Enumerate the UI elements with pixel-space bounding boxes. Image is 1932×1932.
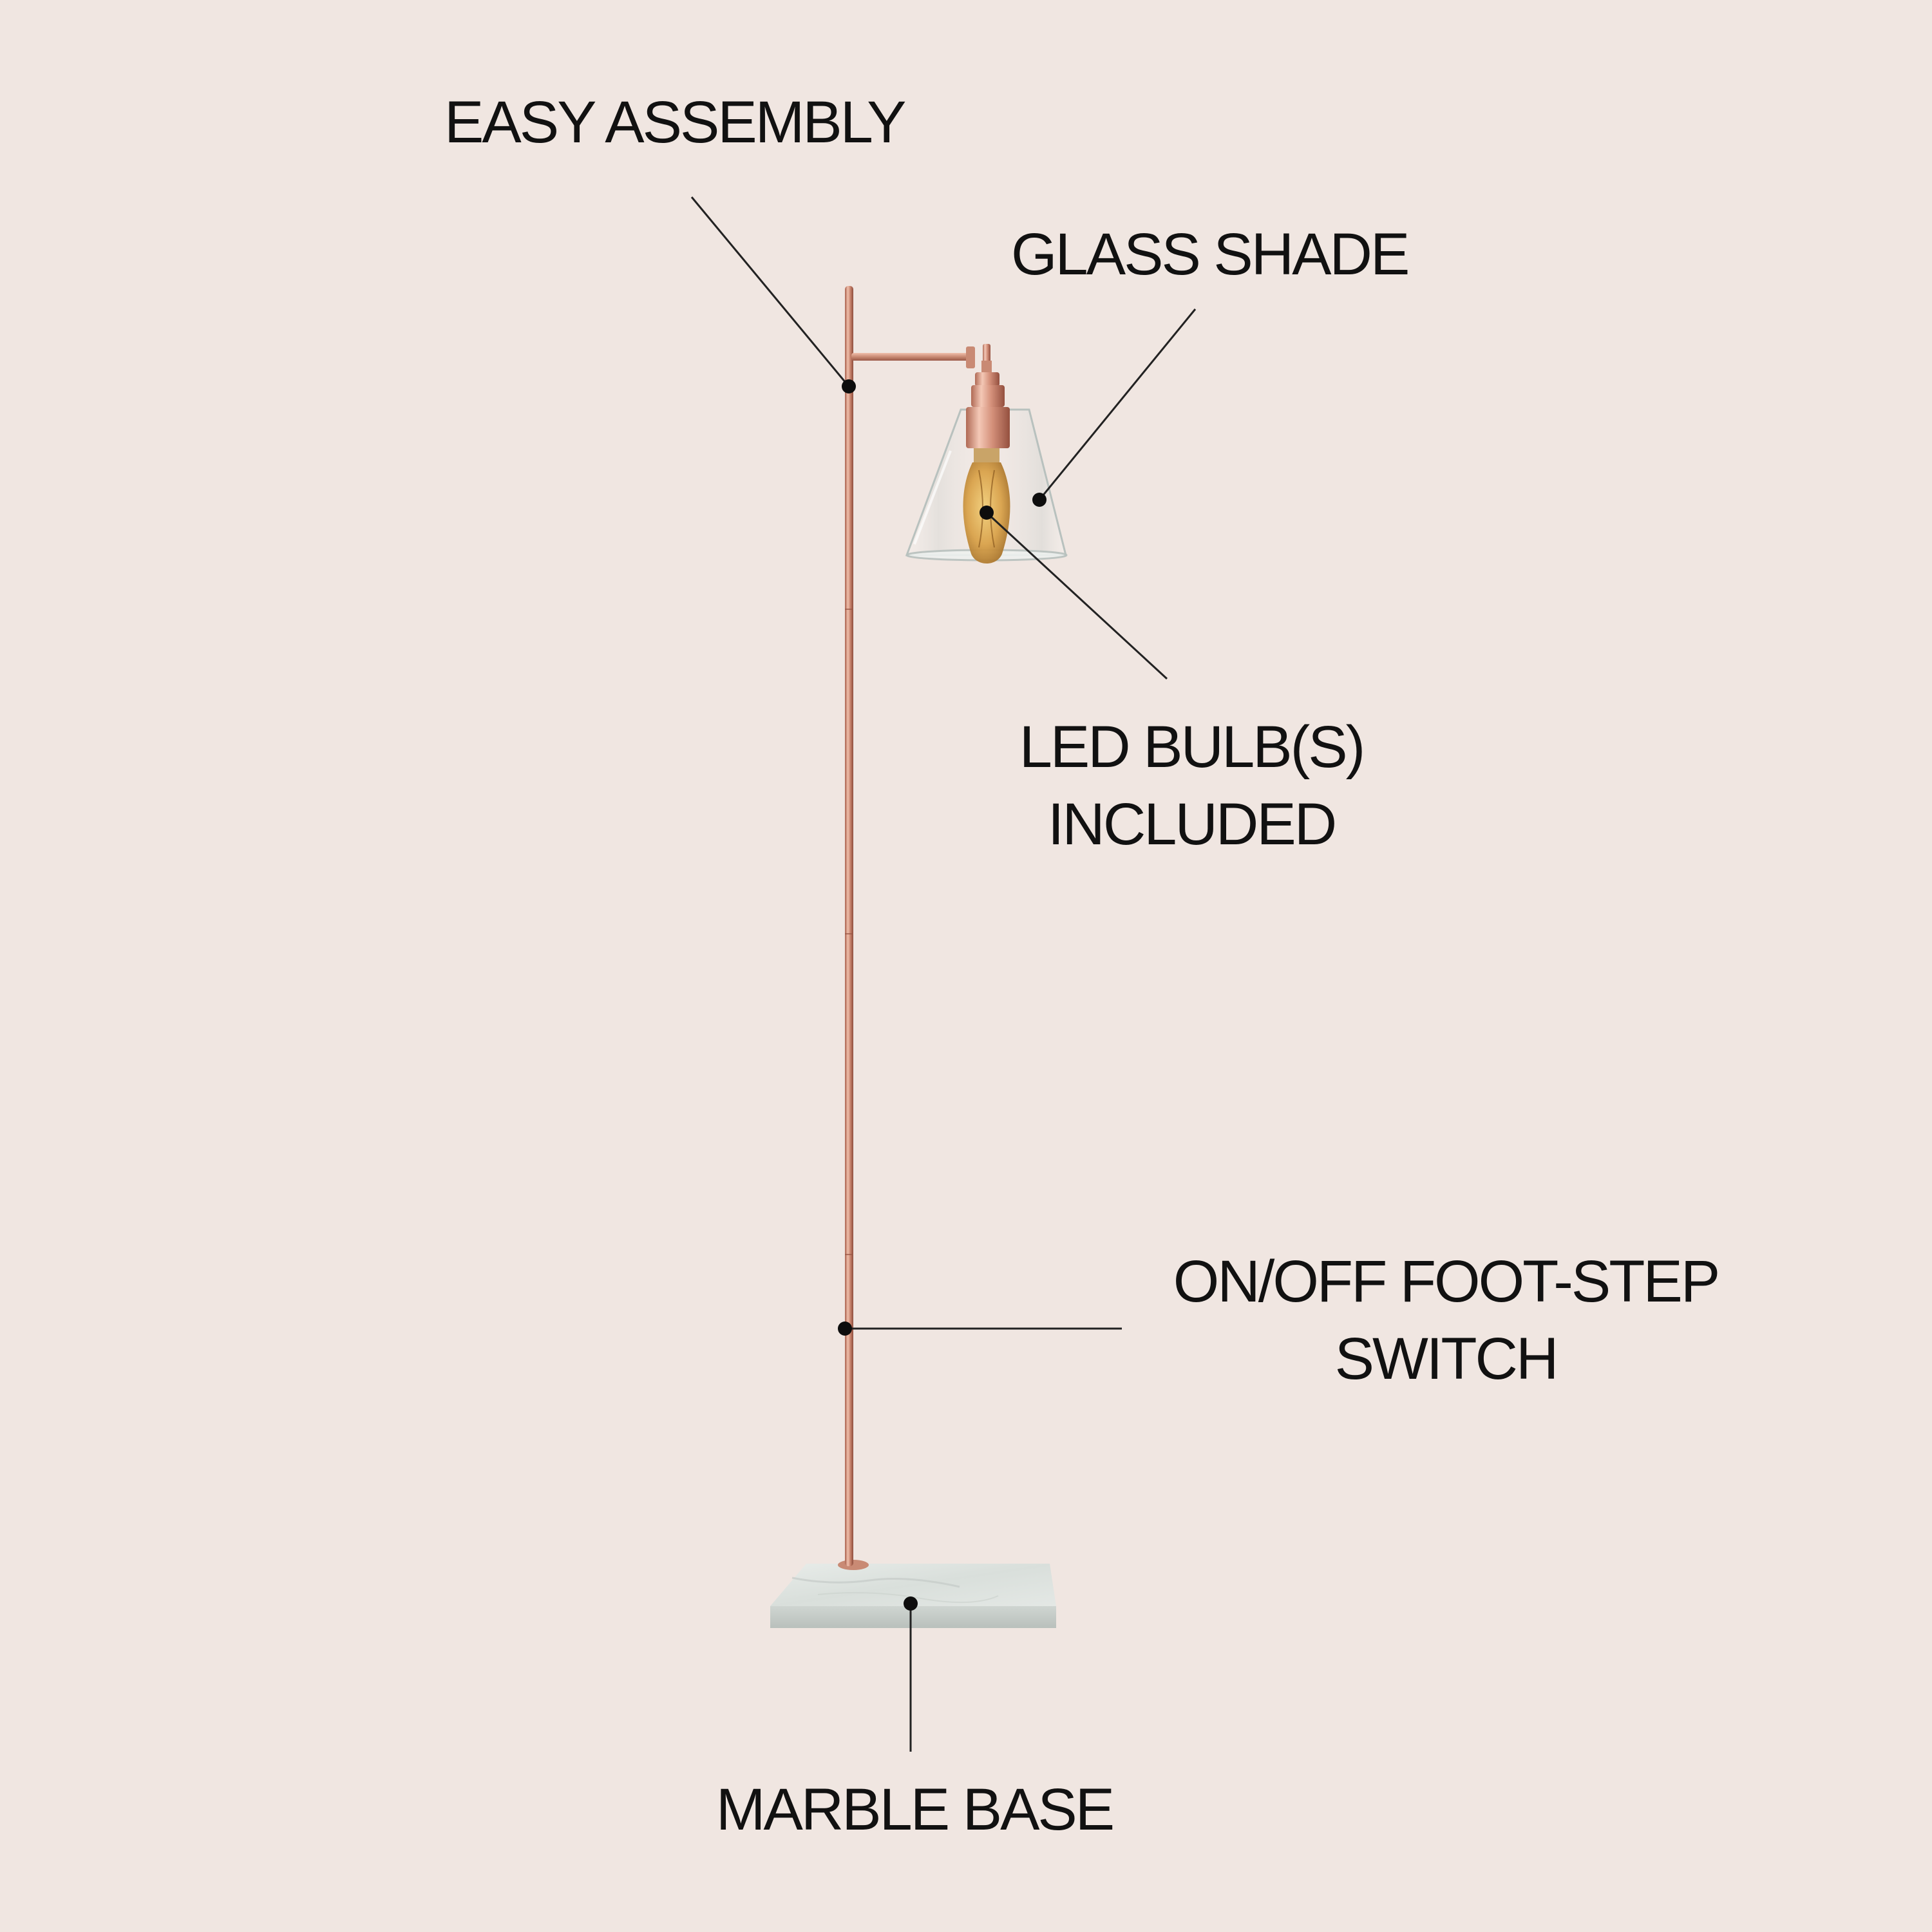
callout-line-glass-shade <box>1038 308 1197 500</box>
feature-label-glass-shade: GLASS SHADE <box>1011 216 1475 293</box>
feature-label-marble-base: MARBLE BASE <box>670 1771 1159 1848</box>
callout-lines <box>690 196 1197 1752</box>
callout-dot-glass-shade <box>1032 493 1046 507</box>
callout-line-led-bulb <box>985 511 1168 680</box>
feature-text-easy-assembly: EASY ASSEMBLY <box>444 90 906 155</box>
feature-text-foot-switch-line1: ON/OFF FOOT-STEP <box>1173 1249 1720 1314</box>
feature-label-easy-assembly: EASY ASSEMBLY <box>444 84 972 161</box>
feature-text-led-bulb-line2: INCLUDED <box>1047 791 1337 857</box>
callout-dot-led-bulb <box>980 506 994 520</box>
copper-socket <box>966 361 1010 448</box>
feature-text-led-bulb-line1: LED BULB(S) <box>1019 714 1366 780</box>
feature-label-led-bulb: LED BULB(S) INCLUDED <box>947 708 1436 863</box>
callout-dot-easy-assembly <box>842 379 856 393</box>
feature-text-foot-switch-line2: SWITCH <box>1334 1326 1559 1392</box>
callout-dot-marble-base <box>904 1596 918 1611</box>
marble-base-block <box>770 1560 1056 1628</box>
callout-dots <box>838 379 1046 1611</box>
lamp-pole <box>845 286 853 1566</box>
callout-dot-foot-switch <box>838 1321 852 1336</box>
feature-text-glass-shade: GLASS SHADE <box>1011 222 1410 287</box>
callout-line-easy-assembly <box>690 196 850 387</box>
feature-text-marble-base: MARBLE BASE <box>715 1777 1115 1842</box>
feature-label-foot-switch: ON/OFF FOOT-STEP SWITCH <box>1117 1243 1774 1397</box>
lamp-arm <box>851 353 972 361</box>
